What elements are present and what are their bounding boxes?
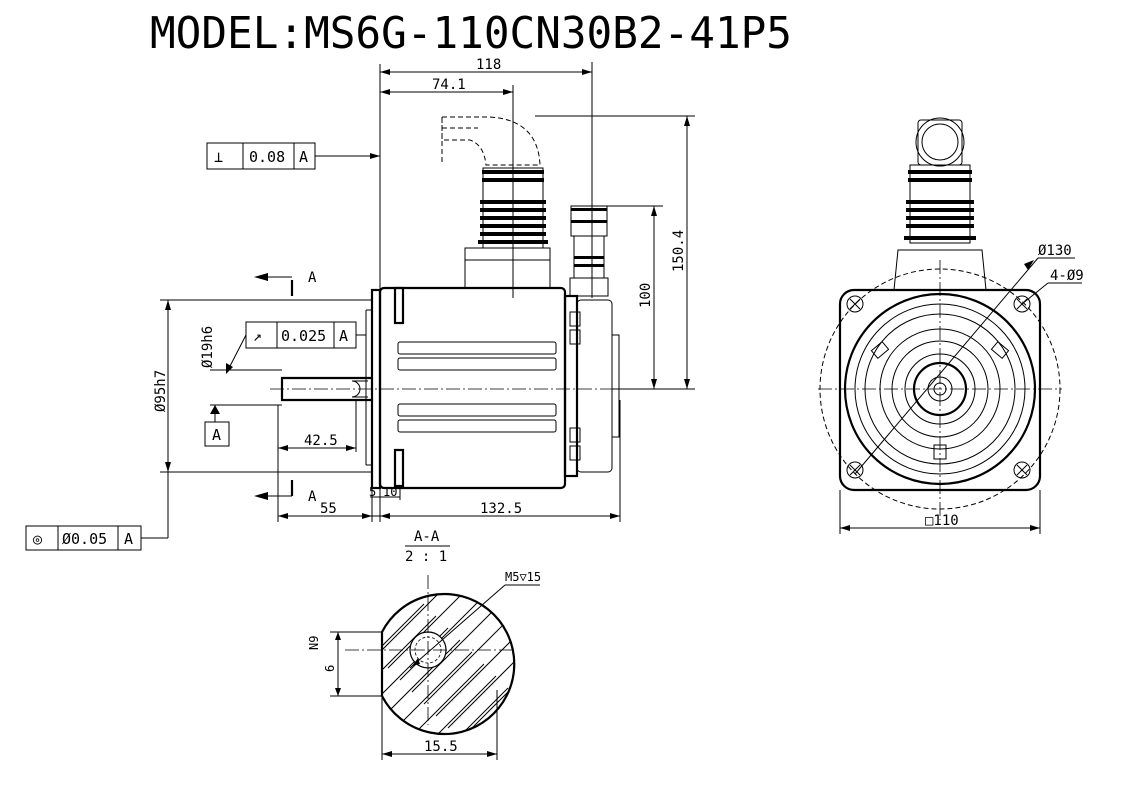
dim-overall-length: 118: [476, 57, 501, 73]
dim-flange-thickness: 5: [369, 485, 376, 499]
perpendicularity-frame: ⊥ 0.08 A: [206, 142, 380, 170]
conc-value: Ø0.05: [62, 530, 107, 548]
dim-flange-square: □110: [925, 513, 959, 529]
dim-key-tol: N9: [307, 636, 321, 650]
datum-a-label: A: [212, 426, 221, 444]
side-view: [270, 62, 630, 490]
model-title: MODEL:MS6G-110CN30B2-41P5: [150, 8, 792, 59]
dim-connector-offset: 74.1: [432, 77, 466, 93]
concentricity-frame: ◎ Ø0.05 A: [25, 472, 169, 551]
section-mark-top: A: [308, 270, 317, 286]
runout-value: 0.025: [281, 327, 326, 345]
dim-encoder-height: 100: [638, 283, 654, 308]
conc-symbol: ◎: [33, 530, 42, 548]
dim-holes: 4-Ø9: [1050, 268, 1084, 284]
dim-body-length: 132.5: [480, 501, 522, 517]
dim-shaft-key-depth: 15.5: [424, 739, 458, 755]
dim-pilot-diameter: Ø95h7: [153, 370, 169, 412]
perp-value: 0.08: [249, 148, 285, 166]
runout-datum: A: [339, 327, 348, 345]
dim-bolt-circle: Ø130: [1038, 243, 1072, 259]
side-dimensions: 118 74.1 150.4 100 Ø95h7 Ø19h6: [153, 57, 695, 522]
runout-symbol: ↗: [253, 327, 262, 345]
dim-shaft-diameter: Ø19h6: [200, 326, 216, 368]
dim-flange-step: 10: [383, 485, 397, 499]
dim-key-width: 6: [323, 665, 337, 672]
conc-datum: A: [124, 530, 133, 548]
front-view: Ø130 4-Ø9 □110: [818, 117, 1084, 534]
section-name: A-A: [414, 529, 440, 545]
perp-symbol: ⊥: [214, 148, 223, 166]
dim-shaft-length: 55: [320, 501, 337, 517]
section-mark-bottom: A: [308, 489, 317, 505]
dim-key-length: 42.5: [304, 433, 338, 449]
runout-frame: ↗ 0.025 A: [226, 321, 366, 374]
section-scale: 2 : 1: [405, 549, 447, 565]
dim-total-height: 150.4: [671, 230, 687, 272]
perp-datum: A: [299, 148, 308, 166]
section-view: A-A 2 : 1: [307, 529, 541, 760]
dim-tapped-hole: M5▽15: [505, 570, 541, 584]
